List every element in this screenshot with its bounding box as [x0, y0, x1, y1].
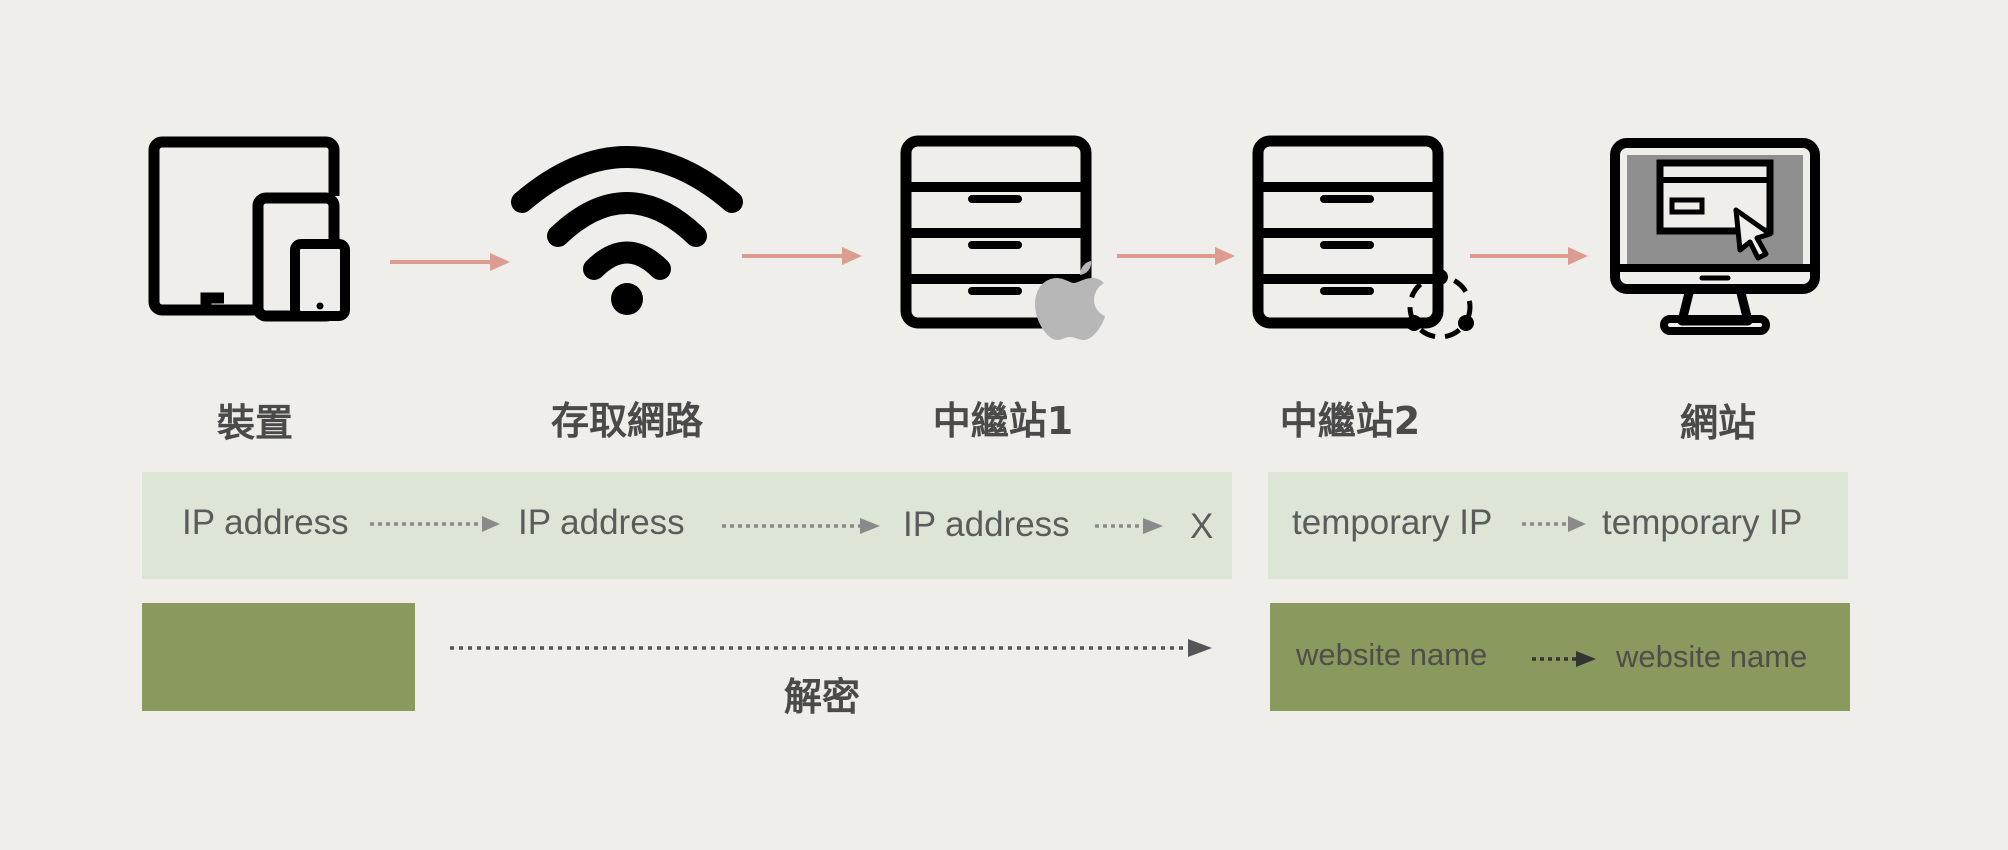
node-label-website: 網站	[1679, 401, 1757, 445]
website-name-label: website name	[1616, 639, 1808, 674]
server-apple-icon	[900, 135, 1125, 345]
dotted-arrow	[370, 516, 500, 532]
monitor-website-icon	[1610, 138, 1820, 338]
node-label-relay-2: 中繼站2	[1279, 399, 1421, 443]
website-name-panel	[1270, 603, 1850, 711]
node-arrow-2	[742, 247, 862, 265]
temporary-ip-label: temporary IP	[1602, 503, 1803, 542]
dotted-arrow	[1532, 651, 1596, 667]
ip-row-panel	[142, 472, 1232, 579]
website-name-label: website name	[1296, 637, 1488, 672]
decrypt-arrow	[450, 639, 1212, 657]
apple-logo-icon	[1035, 261, 1105, 340]
node-arrow-3	[1117, 247, 1235, 265]
dotted-arrow	[1522, 516, 1586, 532]
decrypt-label: 解密	[783, 675, 861, 719]
wifi-icon	[511, 142, 743, 317]
node-arrow-4	[1470, 247, 1588, 265]
node-label-device: 裝置	[216, 401, 294, 445]
ip-address-label: IP address	[903, 505, 1070, 544]
devices-icon	[148, 136, 350, 322]
node-arrow-1	[390, 253, 510, 271]
temporary-ip-label: temporary IP	[1292, 503, 1493, 542]
dotted-arrow	[722, 518, 880, 534]
dotted-arrow	[1095, 518, 1163, 534]
ip-address-label: IP address	[518, 503, 685, 542]
node-label-access-network: 存取網路	[550, 399, 704, 443]
blocked-x-label: X	[1190, 507, 1214, 546]
server-cluster-icon	[1252, 135, 1497, 350]
node-label-relay-1: 中繼站1	[932, 399, 1074, 443]
encrypted-block	[142, 603, 415, 711]
ip-address-label: IP address	[182, 503, 349, 542]
